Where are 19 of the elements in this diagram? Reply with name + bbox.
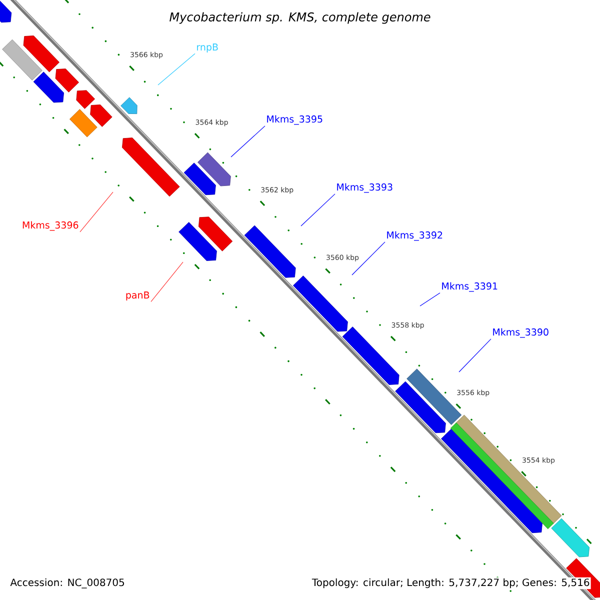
- gene-label: Mkms_3390: [493, 328, 548, 338]
- gene-label: Mkms_3395: [267, 115, 322, 125]
- leader-line: [300, 194, 336, 226]
- leader-line: [352, 242, 386, 276]
- gene-label: rnpB: [197, 44, 218, 52]
- leader-line: [230, 126, 266, 158]
- leader-line: [158, 53, 196, 86]
- gene-label: Mkms_3392: [387, 231, 442, 241]
- leader-line: [420, 292, 440, 306]
- gene-label: Mkms_3396: [22, 221, 78, 231]
- leader-line: [458, 338, 492, 372]
- accession-text: Accession: NC_008705: [10, 578, 124, 588]
- leader-line: [80, 192, 114, 232]
- gene-label: Mkms_3391: [442, 282, 498, 292]
- leader-line: [150, 262, 184, 302]
- gene-label: Mkms_3393: [337, 183, 392, 193]
- genome-info-text: Topology: circular; Length: 5,737,227 bp; Genes: 5,516: [310, 577, 591, 590]
- title: Mycobacterium sp. KMS, complete genome: [170, 12, 430, 24]
- gene-label: panB: [126, 292, 150, 300]
